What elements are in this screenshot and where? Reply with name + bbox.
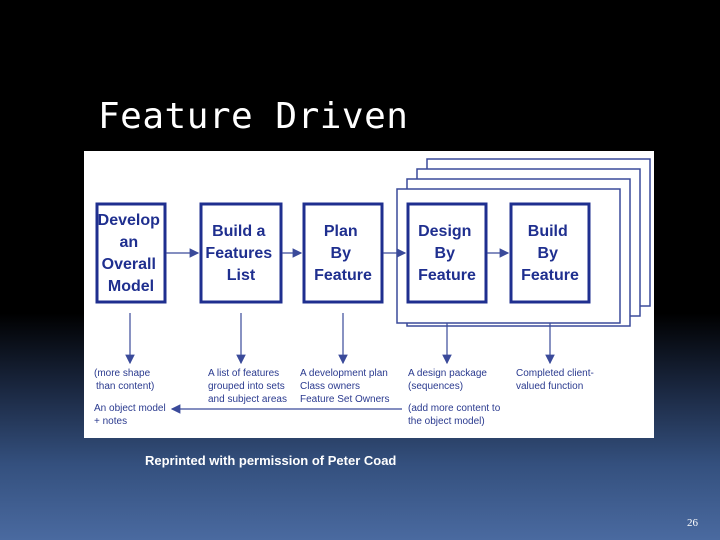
output-note-line: than content) <box>96 381 154 392</box>
process-label-line: Features <box>205 245 272 262</box>
output-note-client-function: Completed client- valued function <box>516 368 597 392</box>
output-note-features-list: A list of features grouped into sets and… <box>208 368 288 405</box>
output-note-line: Completed client- <box>516 368 594 379</box>
process-label-line: By <box>435 245 456 262</box>
process-box-develop-model <box>95 202 167 304</box>
process-label-line: Build a <box>212 223 265 240</box>
process-label-develop-model: Develop an Overall Model <box>98 212 165 295</box>
output-note-line: valued function <box>516 381 583 392</box>
output-note-line: (sequences) <box>408 381 463 392</box>
output-note-line: (more shape <box>94 368 151 379</box>
page-number: 26 <box>687 517 698 529</box>
process-label-line: an <box>119 234 138 251</box>
process-label-build-by-feature: Build By Feature <box>521 223 579 284</box>
output-note-design-package: A design package (sequences) (add more c… <box>408 368 503 427</box>
output-note-line: + notes <box>94 416 127 427</box>
output-note-line: Class owners <box>300 381 360 392</box>
process-label-line: List <box>227 267 256 284</box>
output-note-line: An object model <box>94 403 166 414</box>
process-label-line: Design <box>418 223 471 240</box>
output-note-line: Feature Set Owners <box>300 394 389 405</box>
process-box-plan-by-feature <box>302 202 384 304</box>
output-note-line: the object model) <box>408 416 485 427</box>
output-note-line: and subject areas <box>208 394 287 405</box>
fdd-process-diagram: Develop an Overall Model Build a Feature… <box>84 151 654 438</box>
permission-caption: Reprinted with permission of Peter Coad <box>145 453 397 468</box>
output-note-line: A development plan <box>300 368 388 379</box>
process-box-design-by-feature <box>406 202 488 304</box>
process-label-build-features-list: Build a Features List <box>205 223 276 284</box>
output-note-line: grouped into sets <box>208 381 285 392</box>
process-label-line: Feature <box>314 267 372 284</box>
process-label-line: Feature <box>418 267 476 284</box>
process-label-line: Build <box>528 223 568 240</box>
output-note-line: A design package <box>408 368 487 379</box>
process-box-build-by-feature <box>509 202 591 304</box>
output-note-object-model: (more shape than content) An object mode… <box>94 368 169 427</box>
process-label-line: Develop <box>98 212 160 229</box>
diagram-canvas: Develop an Overall Model Build a Feature… <box>94 158 651 427</box>
process-label-line: Model <box>108 278 154 295</box>
process-label-plan-by-feature: Plan By Feature <box>314 223 372 284</box>
process-label-line: By <box>538 245 559 262</box>
process-label-line: Feature <box>521 267 579 284</box>
output-note-development-plan: A development plan Class owners Feature … <box>300 368 391 405</box>
slide-title: Feature Driven <box>98 96 409 137</box>
process-box-build-features-list <box>199 202 283 304</box>
output-note-line: (add more content to <box>408 403 501 414</box>
process-label-line: Plan <box>324 223 358 240</box>
process-label-line: Overall <box>102 256 156 273</box>
process-label-line: By <box>331 245 352 262</box>
output-note-line: A list of features <box>208 368 279 379</box>
process-label-design-by-feature: Design By Feature <box>418 223 476 284</box>
